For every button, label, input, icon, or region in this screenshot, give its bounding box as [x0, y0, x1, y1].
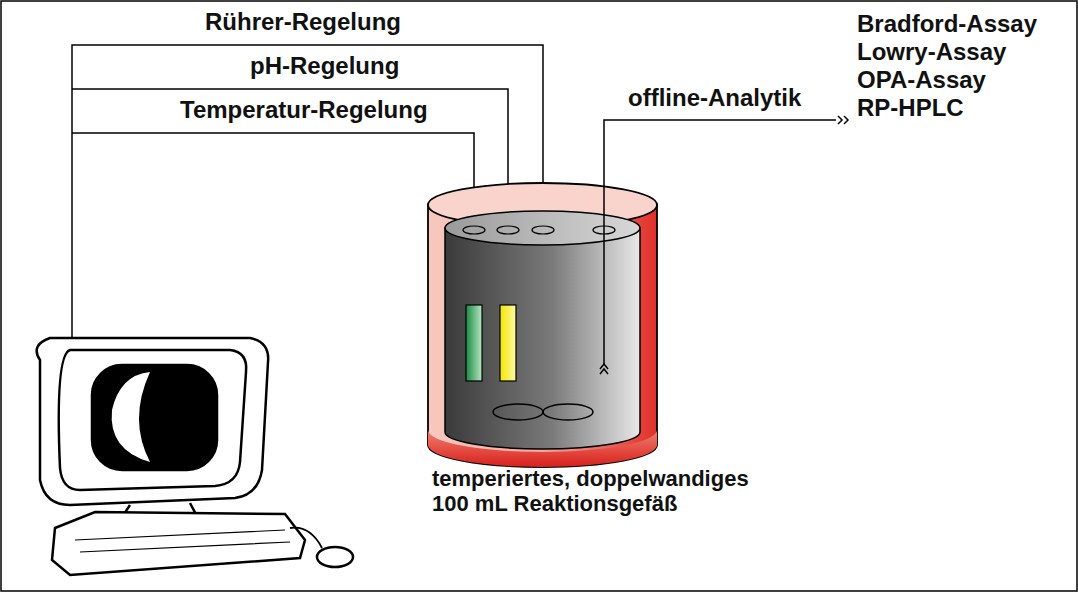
- assay-label: Lowry-Assay: [857, 38, 1006, 66]
- control-label: pH-Regelung: [250, 52, 399, 80]
- reaction-vessel: [428, 183, 657, 467]
- ph-probe: [500, 305, 516, 381]
- temperature-wire: [72, 133, 474, 305]
- analytics-label: offline-Analytik: [628, 84, 801, 112]
- assay-label: RP-HPLC: [857, 94, 964, 122]
- impeller: [493, 404, 593, 420]
- assay-label: OPA-Assay: [857, 66, 986, 94]
- control-label: Temperatur-Regelung: [180, 96, 428, 124]
- temperature-probe: [466, 305, 482, 381]
- control-label: Rührer-Regelung: [205, 8, 401, 36]
- sampling-line: [600, 116, 848, 374]
- computer: [37, 338, 353, 575]
- vessel-caption: temperiertes, doppelwandiges 100 mL Reak…: [432, 466, 767, 517]
- assay-label: Bradford-Assay: [857, 10, 1037, 38]
